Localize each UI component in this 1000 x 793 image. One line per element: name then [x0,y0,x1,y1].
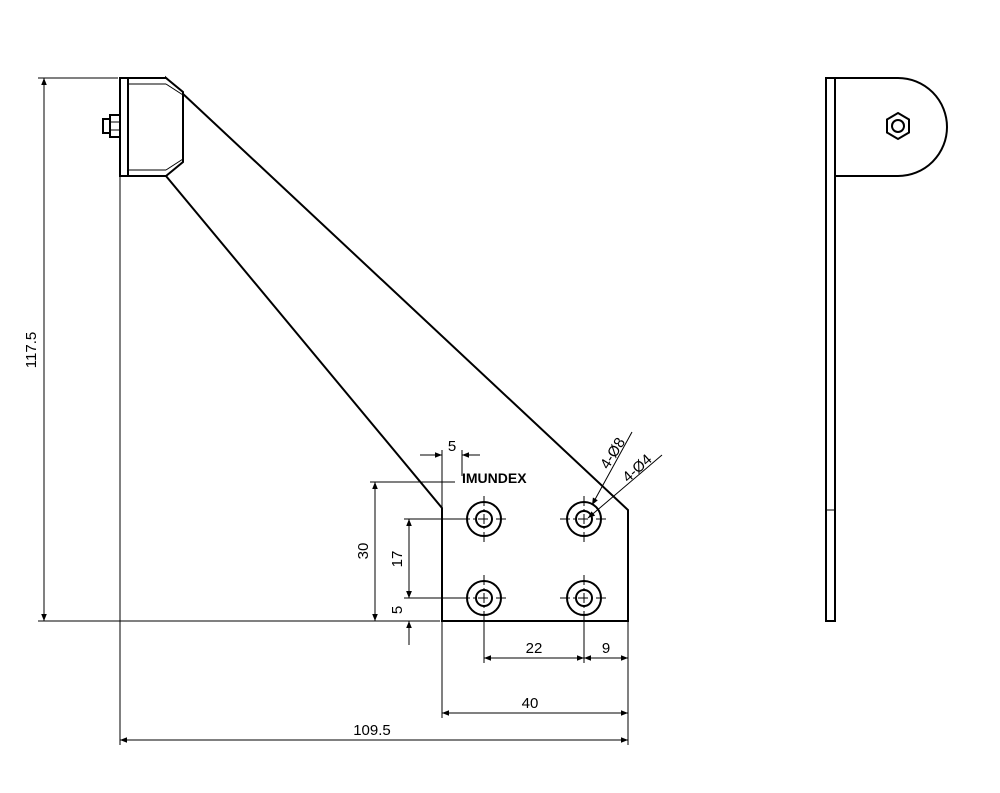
hex-nut-icon [886,111,910,141]
mounting-hole-bottom-right [560,575,608,621]
bumper-taper-top [165,83,184,96]
dim-plate-height: 30 [355,543,372,560]
mounting-hole-bottom-left [460,575,508,621]
bumper-base-plate [119,77,129,177]
dim-overall-height: 117.5 [23,332,40,368]
callout-counterbore: 4-Ø8 [597,435,629,472]
bumper-taper-bottom [165,158,184,171]
dim-overall-width: 109.5 [353,722,391,739]
dim-hole-spacing-h: 22 [526,640,543,657]
side-plate [825,77,836,622]
callout-through-hole: 4-Ø4 [619,451,655,486]
dimensions: 117.5 109.5 40 22 9 30 17 5 [23,77,663,745]
dim-top-offset: 5 [448,438,456,455]
side-view [825,77,948,622]
dim-plate-width: 40 [522,695,539,712]
mounting-hole-top-left [460,496,508,542]
front-view: IMUNDEX [102,75,629,622]
bolt-end [102,118,111,134]
dim-bottom-offset: 5 [389,606,406,614]
bracket-outline [165,75,629,622]
callout-counterbore-leader [591,431,633,506]
nut-side [109,114,121,138]
brand-label: IMUNDEX [462,470,527,486]
dim-edge-to-hole-right: 9 [602,640,610,657]
mounting-hole-top-right [560,496,608,542]
bumper-cone [127,77,184,177]
dim-hole-spacing-v: 17 [389,551,406,568]
callout-through-hole-leader [587,454,663,519]
